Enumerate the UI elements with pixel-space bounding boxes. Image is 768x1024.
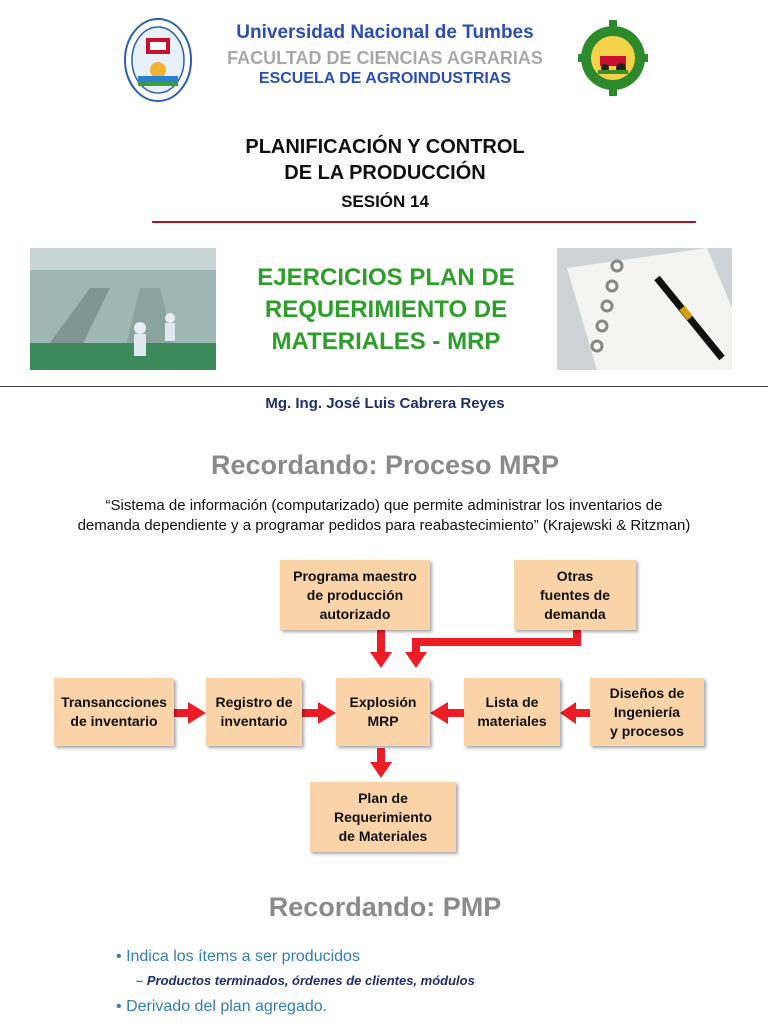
slide-title-line2: REQUERIMIENTO DE [264, 296, 508, 323]
faculty-gear-logo [578, 20, 648, 96]
dash-icon: – [136, 973, 144, 988]
bullet-item-1: • Indica los ítems a ser producidos [116, 948, 360, 965]
faculty-name: FACULTAD DE CIENCIAS AGRARIAS [227, 48, 543, 68]
bullet-item-2: • Derivado del plan agregado. [116, 998, 328, 1015]
author-name: Mg. Ing. José Luis Cabrera Reyes [265, 395, 505, 412]
arrow-otras-to-explosion [405, 652, 427, 668]
arrow-transacciones-to-registro [188, 702, 206, 724]
arrow-registro-to-explosion [318, 702, 336, 724]
bullet-dot-icon: • [116, 998, 122, 1015]
session-label: SESIÓN 14 [341, 192, 429, 211]
mrp-section-heading: Recordando: Proceso MRP [210, 450, 560, 480]
course-title-line1: PLANIFICACIÓN Y CONTROL [245, 136, 525, 158]
university-seal-logo [124, 18, 192, 102]
bullet-dot-icon: • [116, 948, 122, 965]
factory-production-line-photo [30, 248, 216, 370]
slide-title-line1: EJERCICIOS PLAN DE [257, 264, 515, 291]
arrow-explosion-to-plan [370, 762, 392, 778]
school-name: ESCUELA DE AGROINDUSTRIAS [258, 70, 512, 87]
sub-bullet-item-1: – Productos terminados, órdenes de clien… [136, 973, 475, 988]
pmp-section-heading: Recordando: PMP [268, 892, 502, 922]
mrp-definition-line2: demanda dependiente y a programar pedido… [77, 517, 691, 534]
arrow-pmp-to-explosion [370, 652, 392, 668]
course-title-line2: DE LA PRODUCCIÓN [284, 162, 486, 184]
slide-title-line3: MATERIALES - MRP [271, 328, 501, 355]
arrow-disenos-to-lista [560, 702, 576, 724]
university-name: Universidad Nacional de Tumbes [236, 22, 534, 43]
arrow-lista-to-explosion [430, 702, 448, 724]
mrp-definition-line1: “Sistema de información (computarizado) … [105, 497, 663, 514]
title-underline [152, 221, 696, 223]
slide-divider [0, 386, 768, 387]
planner-and-pen-photo [557, 248, 732, 370]
